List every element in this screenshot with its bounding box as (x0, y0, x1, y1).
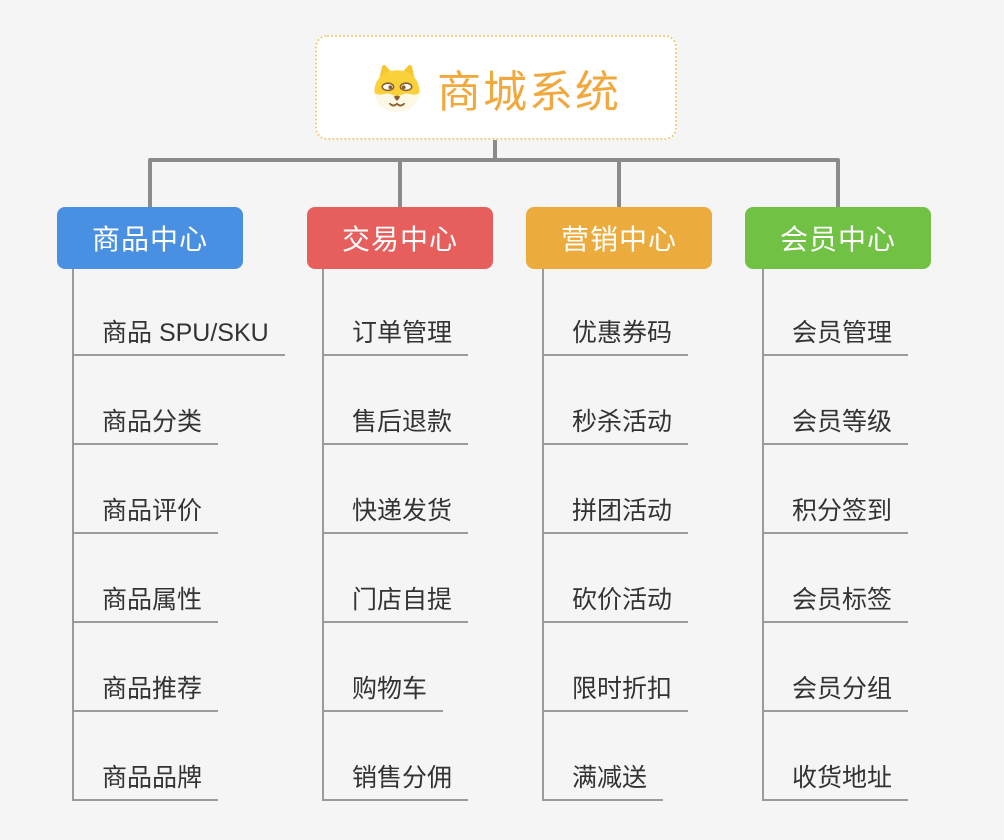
branch-node-trade-center[interactable]: 交易中心 (307, 207, 493, 269)
leaf-node[interactable]: 购物车 (322, 674, 444, 712)
leaf-node[interactable]: 会员标签 (762, 585, 909, 623)
leaf-node[interactable]: 商品评价 (72, 496, 219, 534)
trunk-line-trade (322, 269, 324, 801)
branch-label: 商品中心 (91, 224, 208, 255)
root-node-label: 商城系统 (437, 67, 621, 117)
leaf-node[interactable]: 满减送 (542, 763, 664, 801)
doge-icon (374, 64, 420, 112)
connector-root-drop (493, 140, 497, 160)
leaf-node[interactable]: 限时折扣 (542, 674, 689, 712)
root-node-mall-system[interactable]: 商城系统 (315, 35, 677, 140)
connector-drop-product (148, 160, 152, 207)
trunk-line-product (72, 269, 74, 801)
branch-label: 会员中心 (779, 224, 896, 255)
leaf-node[interactable]: 收货地址 (762, 763, 909, 801)
connector-drop-marketing (617, 160, 621, 207)
branch-label: 交易中心 (341, 224, 458, 255)
leaf-node[interactable]: 快递发货 (322, 496, 469, 534)
branch-node-marketing-center[interactable]: 营销中心 (526, 207, 712, 269)
branch-label: 营销中心 (560, 224, 677, 255)
trunk-line-marketing (542, 269, 544, 801)
leaf-node[interactable]: 商品分类 (72, 407, 219, 445)
leaf-node[interactable]: 销售分佣 (322, 763, 469, 801)
leaf-node[interactable]: 售后退款 (322, 407, 469, 445)
leaf-node[interactable]: 会员管理 (762, 318, 909, 356)
connector-drop-member (836, 160, 840, 207)
leaf-node[interactable]: 门店自提 (322, 585, 469, 623)
leaf-node[interactable]: 商品属性 (72, 585, 219, 623)
leaf-node[interactable]: 会员分组 (762, 674, 909, 712)
leaf-node[interactable]: 会员等级 (762, 407, 909, 445)
leaf-node[interactable]: 优惠券码 (542, 318, 689, 356)
leaf-node[interactable]: 砍价活动 (542, 585, 689, 623)
branch-node-product-center[interactable]: 商品中心 (57, 207, 243, 269)
trunk-line-member (762, 269, 764, 801)
connector-horizontal-rail (148, 158, 840, 162)
branch-node-member-center[interactable]: 会员中心 (745, 207, 931, 269)
leaf-node[interactable]: 积分签到 (762, 496, 909, 534)
leaf-node[interactable]: 商品推荐 (72, 674, 219, 712)
leaf-node[interactable]: 商品品牌 (72, 763, 219, 801)
leaf-node[interactable]: 秒杀活动 (542, 407, 689, 445)
connector-drop-trade (398, 160, 402, 207)
leaf-node[interactable]: 商品 SPU/SKU (72, 318, 285, 356)
leaf-node[interactable]: 订单管理 (322, 318, 469, 356)
leaf-node[interactable]: 拼团活动 (542, 496, 689, 534)
